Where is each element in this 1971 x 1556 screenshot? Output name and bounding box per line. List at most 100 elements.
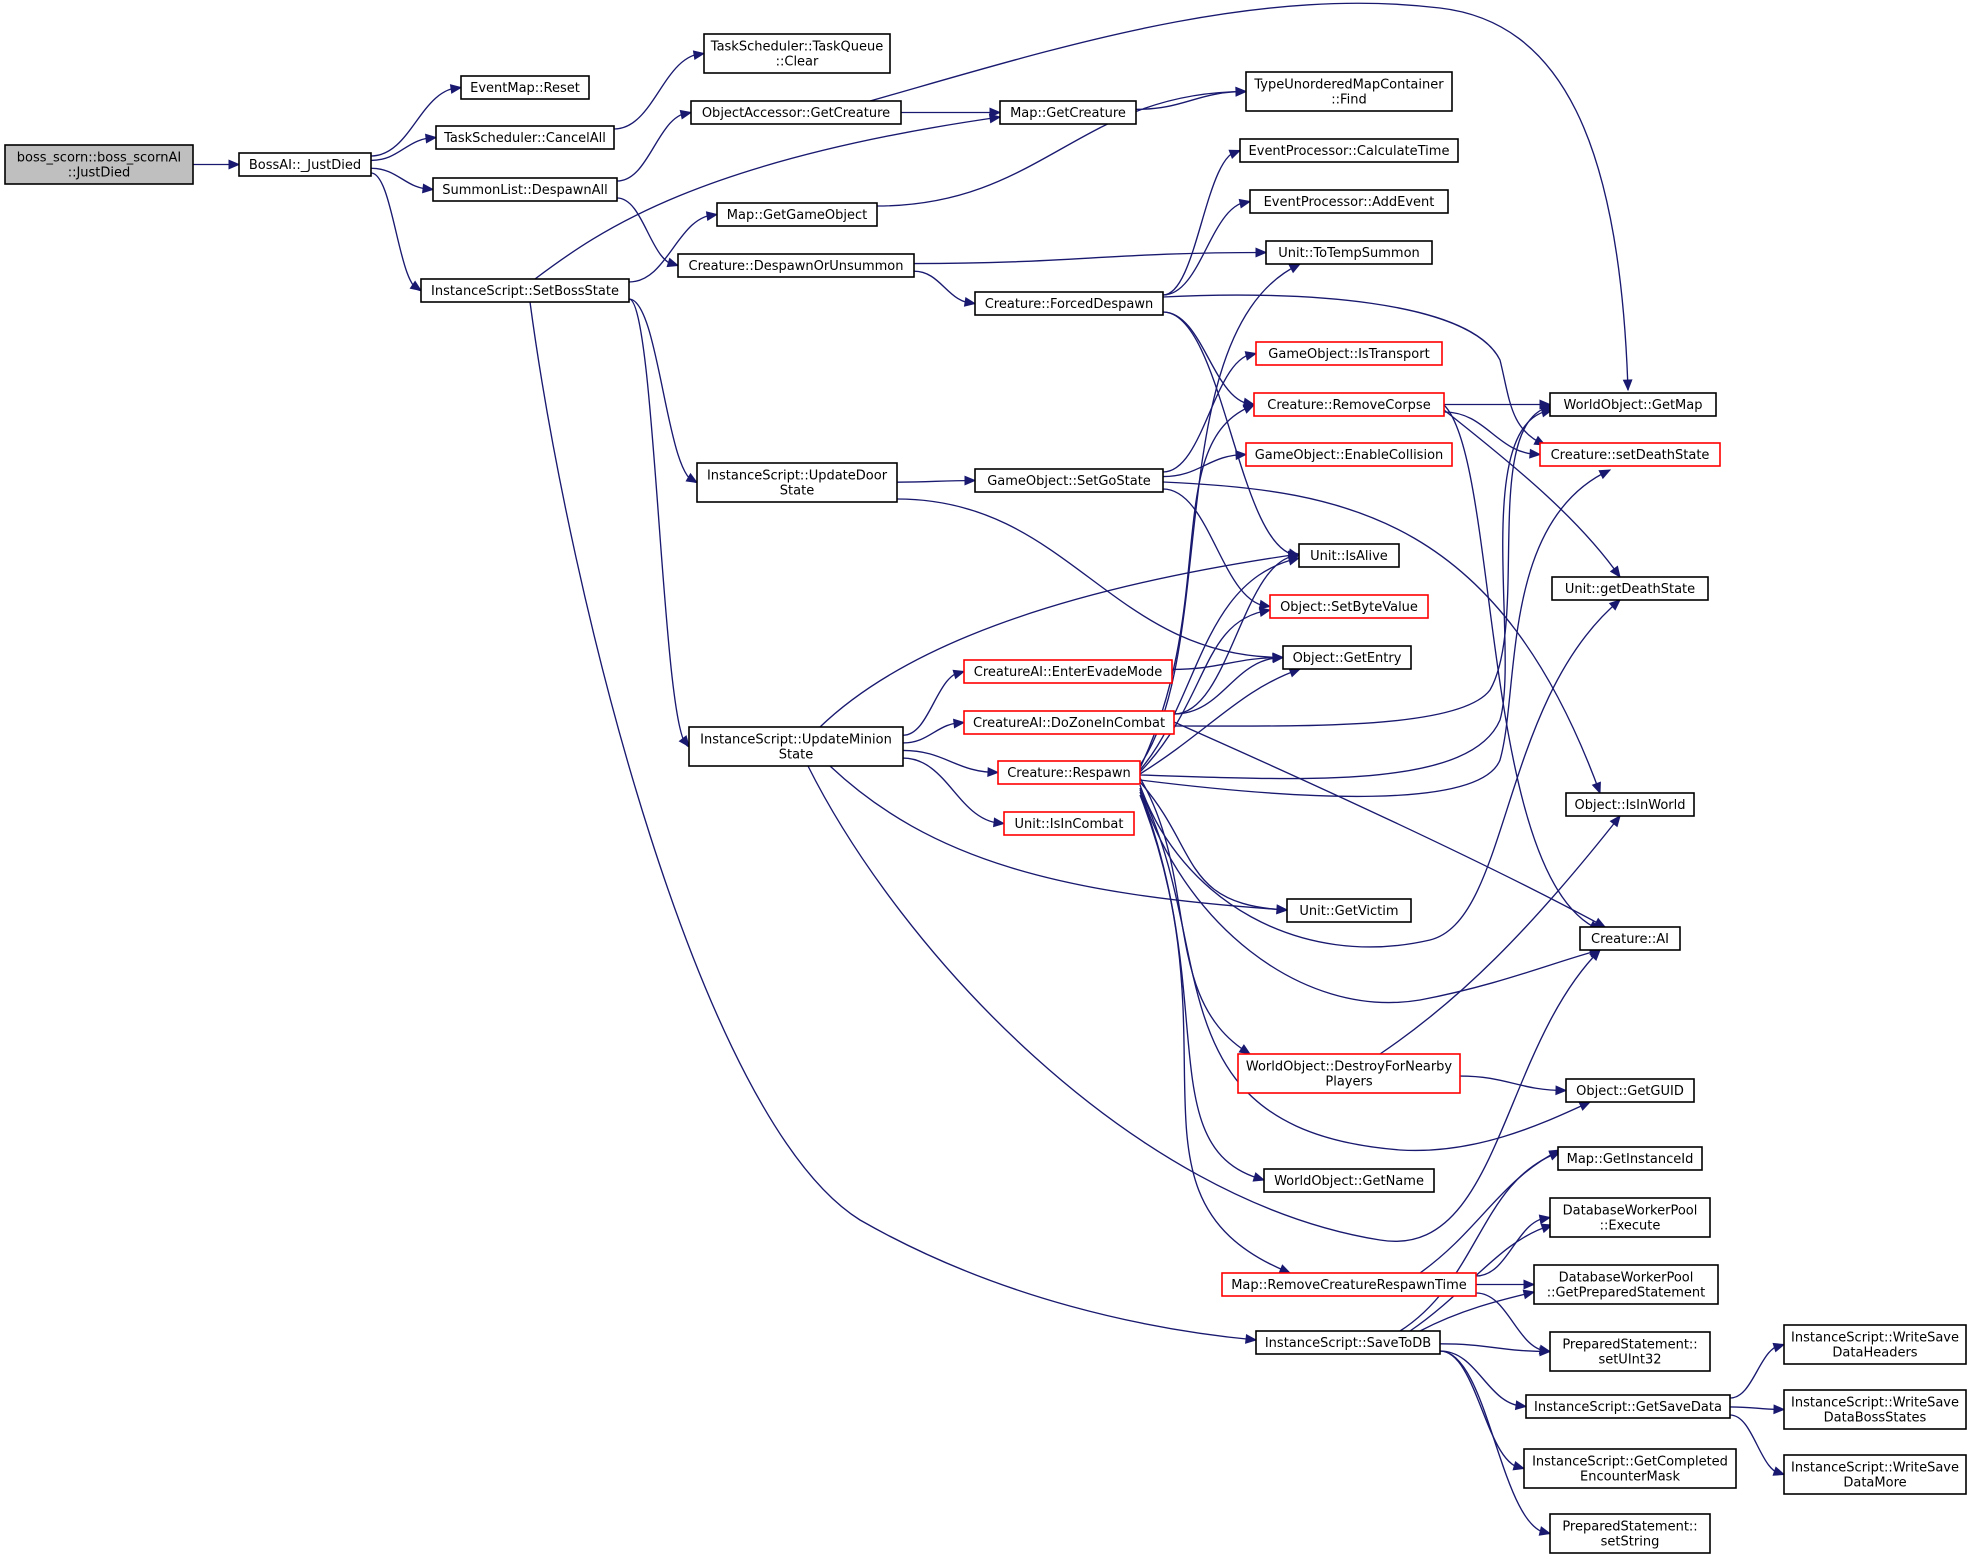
node-ps-setstring[interactable]: PreparedStatement::setString [1549,1513,1711,1554]
node-wo-getname[interactable]: WorldObject::GetName [1263,1168,1435,1193]
edge-bossai-to-is_setbossstate [370,172,423,292]
node-map-getgameobject[interactable]: Map::GetGameObject [716,202,878,227]
node-ts-clear[interactable]: TaskScheduler::TaskQueue::Clear [703,33,891,74]
edge-cr_respawn-to-cr_removecorpse [1139,404,1256,769]
node-label: GameObject::SetGoState [987,474,1151,489]
node-unit-getdeathstate[interactable]: Unit::getDeathState [1551,576,1709,601]
node-cr-ai[interactable]: Creature::AI [1579,926,1681,951]
node-wo-getmap[interactable]: WorldObject::GetMap [1549,392,1717,417]
node-map-getcreature[interactable]: Map::GetCreature [999,100,1137,125]
edge-go_setgostate-to-obj_setbytevalue [1162,488,1272,610]
edge-cr_forceddespawn-to-ep_addevent [1162,198,1252,296]
edge-is_updateminionstate-to-unit_isincombat [902,757,1006,828]
node-label: InstanceScript::WriteSave [1791,1461,1959,1476]
node-dwp-getpreparedstatement[interactable]: DatabaseWorkerPool::GetPreparedStatement [1533,1264,1719,1305]
node-label: TaskScheduler::CancelAll [443,131,606,146]
node-box [4,144,194,185]
edge-is_updatedoorstate-to-obj_getentry [896,498,1285,663]
node-cr-setdeathstate[interactable]: Creature::setDeathState [1539,442,1721,467]
edge-cr_despawnorunsummon-to-cr_forceddespawn [913,270,977,307]
node-root[interactable]: boss_scorn::boss_scornAI::JustDied [4,144,194,185]
node-label: ::GetPreparedStatement [1547,1286,1706,1301]
edge-is_getsavedata-to-is_writesavedatabossstates [1729,1404,1786,1415]
node-box [1565,792,1695,817]
edge-is_getsavedata-to-is_writesavedataheaders [1729,1342,1786,1399]
edge-arrowhead [1539,399,1552,410]
node-ep-calculatetime[interactable]: EventProcessor::CalculateTime [1239,138,1459,163]
node-cr-respawn[interactable]: Creature::Respawn [997,760,1141,785]
node-ts-cancelall[interactable]: TaskScheduler::CancelAll [435,125,615,150]
edge-arrowhead [1242,404,1256,414]
node-is-getcompletedencountermask[interactable]: InstanceScript::GetCompletedEncounterMas… [1523,1448,1737,1489]
node-dwp-execute[interactable]: DatabaseWorkerPool::Execute [1549,1197,1711,1238]
node-eventmap-reset[interactable]: EventMap::Reset [460,75,590,100]
node-cr-removecorpse[interactable]: Creature::RemoveCorpse [1253,392,1445,417]
node-unit-totempsummon[interactable]: Unit::ToTempSummon [1265,240,1433,265]
node-box [1249,189,1449,214]
node-cr-forceddespawn[interactable]: Creature::ForcedDespawn [974,291,1164,316]
node-box [1557,1146,1703,1171]
node-box [1549,392,1717,417]
node-obj-getguid[interactable]: Object::GetGUID [1565,1078,1695,1103]
node-label: Creature::ForcedDespawn [985,297,1154,312]
edge-map_getcreature-to-tumc_find [1135,86,1248,111]
node-label: CreatureAI::EnterEvadeMode [974,665,1162,680]
node-cai-dozoneincombat[interactable]: CreatureAI::DoZoneInCombat [963,710,1175,735]
node-box [690,100,902,125]
edge-arrowhead [1238,1044,1252,1055]
node-bossai[interactable]: BossAI::_JustDied [238,152,372,177]
edge-arrowhead [1287,555,1301,566]
edge-is_setbossstate-to-is_updatedoorstate [628,298,699,484]
node-summon-despawnall[interactable]: SummonList::DespawnAll [432,177,618,202]
node-label: setString [1601,1535,1660,1550]
node-label: Creature::RemoveCorpse [1267,398,1430,413]
node-unit-isalive[interactable]: Unit::IsAlive [1298,543,1400,568]
edge-summon_despawnall-to-oa_getcreature [616,109,693,182]
node-box [703,33,891,74]
node-is-savetodb[interactable]: InstanceScript::SaveToDB [1255,1330,1441,1355]
edge-cai_dozoneincombat-to-cr_ai [1173,721,1607,928]
edge-arrowhead [952,669,966,680]
node-unit-isincombat[interactable]: Unit::IsInCombat [1003,811,1135,836]
node-go-istransport[interactable]: GameObject::IsTransport [1255,341,1443,366]
node-map-getinstanceid[interactable]: Map::GetInstanceId [1557,1146,1703,1171]
node-label: InstanceScript::WriteSave [1791,1396,1959,1411]
node-oa-getcreature[interactable]: ObjectAccessor::GetCreature [690,100,902,125]
node-label: WorldObject::GetName [1274,1174,1424,1189]
node-cr-despawnorunsummon[interactable]: Creature::DespawnOrUnsummon [677,253,915,278]
node-label: InstanceScript::SetBossState [431,284,619,299]
node-unit-getvictim[interactable]: Unit::GetVictim [1286,898,1412,923]
edge-cr_removecorpse-to-cr_ai [1443,404,1602,931]
node-cai-enterevademode[interactable]: CreatureAI::EnterEvadeMode [963,659,1173,684]
node-box [1783,1389,1967,1430]
node-is-setbossstate[interactable]: InstanceScript::SetBossState [420,278,630,303]
node-map-removecreaturerespawntime[interactable]: Map::RemoveCreatureRespawnTime [1221,1272,1477,1297]
node-label: GameObject::IsTransport [1268,347,1429,362]
node-go-enablecollision[interactable]: GameObject::EnableCollision [1245,442,1453,467]
edge-arrowhead [1609,814,1621,828]
node-obj-isinworld[interactable]: Object::IsInWorld [1565,792,1695,817]
node-obj-getentry[interactable]: Object::GetEntry [1282,645,1412,670]
node-go-setgostate[interactable]: GameObject::SetGoState [974,468,1164,493]
node-label: InstanceScript::GetSaveData [1534,1400,1722,1415]
node-is-getsavedata[interactable]: InstanceScript::GetSaveData [1525,1394,1731,1419]
node-tumc-find[interactable]: TypeUnorderedMapContainer::Find [1245,71,1453,112]
edge-arrowhead [1522,1289,1536,1300]
node-ep-addevent[interactable]: EventProcessor::AddEvent [1249,189,1449,214]
node-obj-setbytevalue[interactable]: Object::SetByteValue [1269,594,1429,619]
edge-cr_respawn-to-cr_ai [1139,787,1602,1004]
edge-cr_despawnorunsummon-to-unit_totempsummon [913,247,1268,265]
edge-is_setbossstate-to-is_updateminionstate [628,298,690,748]
edge-arrowhead [449,84,463,94]
node-box [997,760,1141,785]
node-ps-setuint32[interactable]: PreparedStatement::setUInt32 [1549,1331,1711,1372]
node-label: boss_scorn::boss_scornAI [17,151,181,166]
edge-root-to-bossai [193,159,241,170]
